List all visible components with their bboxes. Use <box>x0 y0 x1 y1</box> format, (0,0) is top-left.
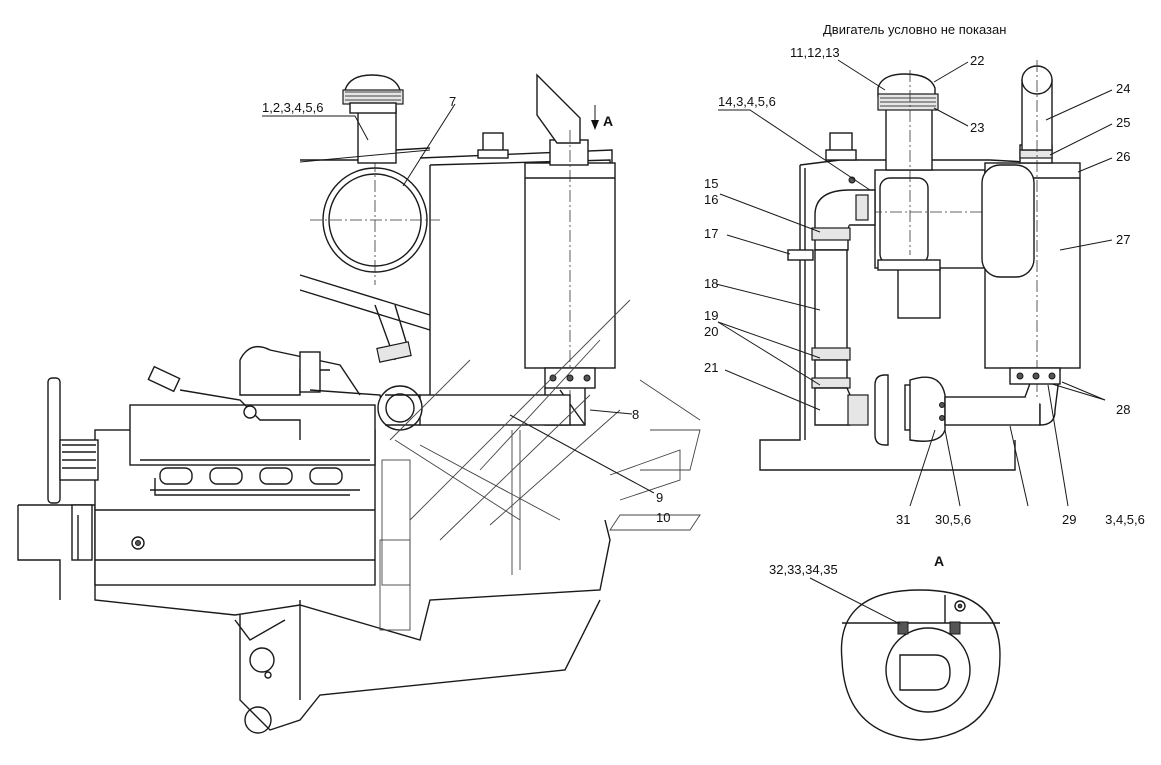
callout-30: 30,5,6 <box>935 512 971 527</box>
callout-1: 1,2,3,4,5,6 <box>262 100 323 115</box>
left-assembly-view <box>17 73 701 734</box>
callout-32: 32,33,34,35 <box>769 562 838 577</box>
detail-view-a <box>840 589 1001 741</box>
callout-7: 7 <box>449 94 456 109</box>
callout-31: 31 <box>896 512 910 527</box>
callout-20: 20 <box>704 324 718 339</box>
view-a-arrow-label: А <box>603 113 613 129</box>
right-assembly-view <box>759 60 1081 471</box>
callout-11: 11,12,13 <box>790 45 840 60</box>
callout-25: 25 <box>1116 115 1130 130</box>
callout-18: 18 <box>704 276 718 291</box>
callout-21: 21 <box>704 360 718 375</box>
callout-3456: 3,4,5,6 <box>1105 512 1145 527</box>
labels: Двигатель условно не показан А А 1,2,3,4… <box>262 22 1145 577</box>
callout-29: 29 <box>1062 512 1076 527</box>
callout-23: 23 <box>970 120 984 135</box>
callout-15: 15 <box>704 176 718 191</box>
leader-lines <box>262 59 1113 625</box>
callout-24: 24 <box>1116 81 1130 96</box>
callout-28: 28 <box>1116 402 1130 417</box>
callout-26: 26 <box>1116 149 1130 164</box>
callout-27: 27 <box>1116 232 1130 247</box>
callout-22: 22 <box>970 53 984 68</box>
callout-9: 9 <box>656 490 663 505</box>
callout-17: 17 <box>704 226 718 241</box>
engine-not-shown-note: Двигатель условно не показан <box>823 22 1006 37</box>
view-a-title: А <box>934 553 944 569</box>
callout-16: 16 <box>704 192 718 207</box>
callout-8: 8 <box>632 407 639 422</box>
callout-10: 10 <box>656 510 670 525</box>
callout-14: 14,3,4,5,6 <box>718 94 776 109</box>
callout-19: 19 <box>704 308 718 323</box>
